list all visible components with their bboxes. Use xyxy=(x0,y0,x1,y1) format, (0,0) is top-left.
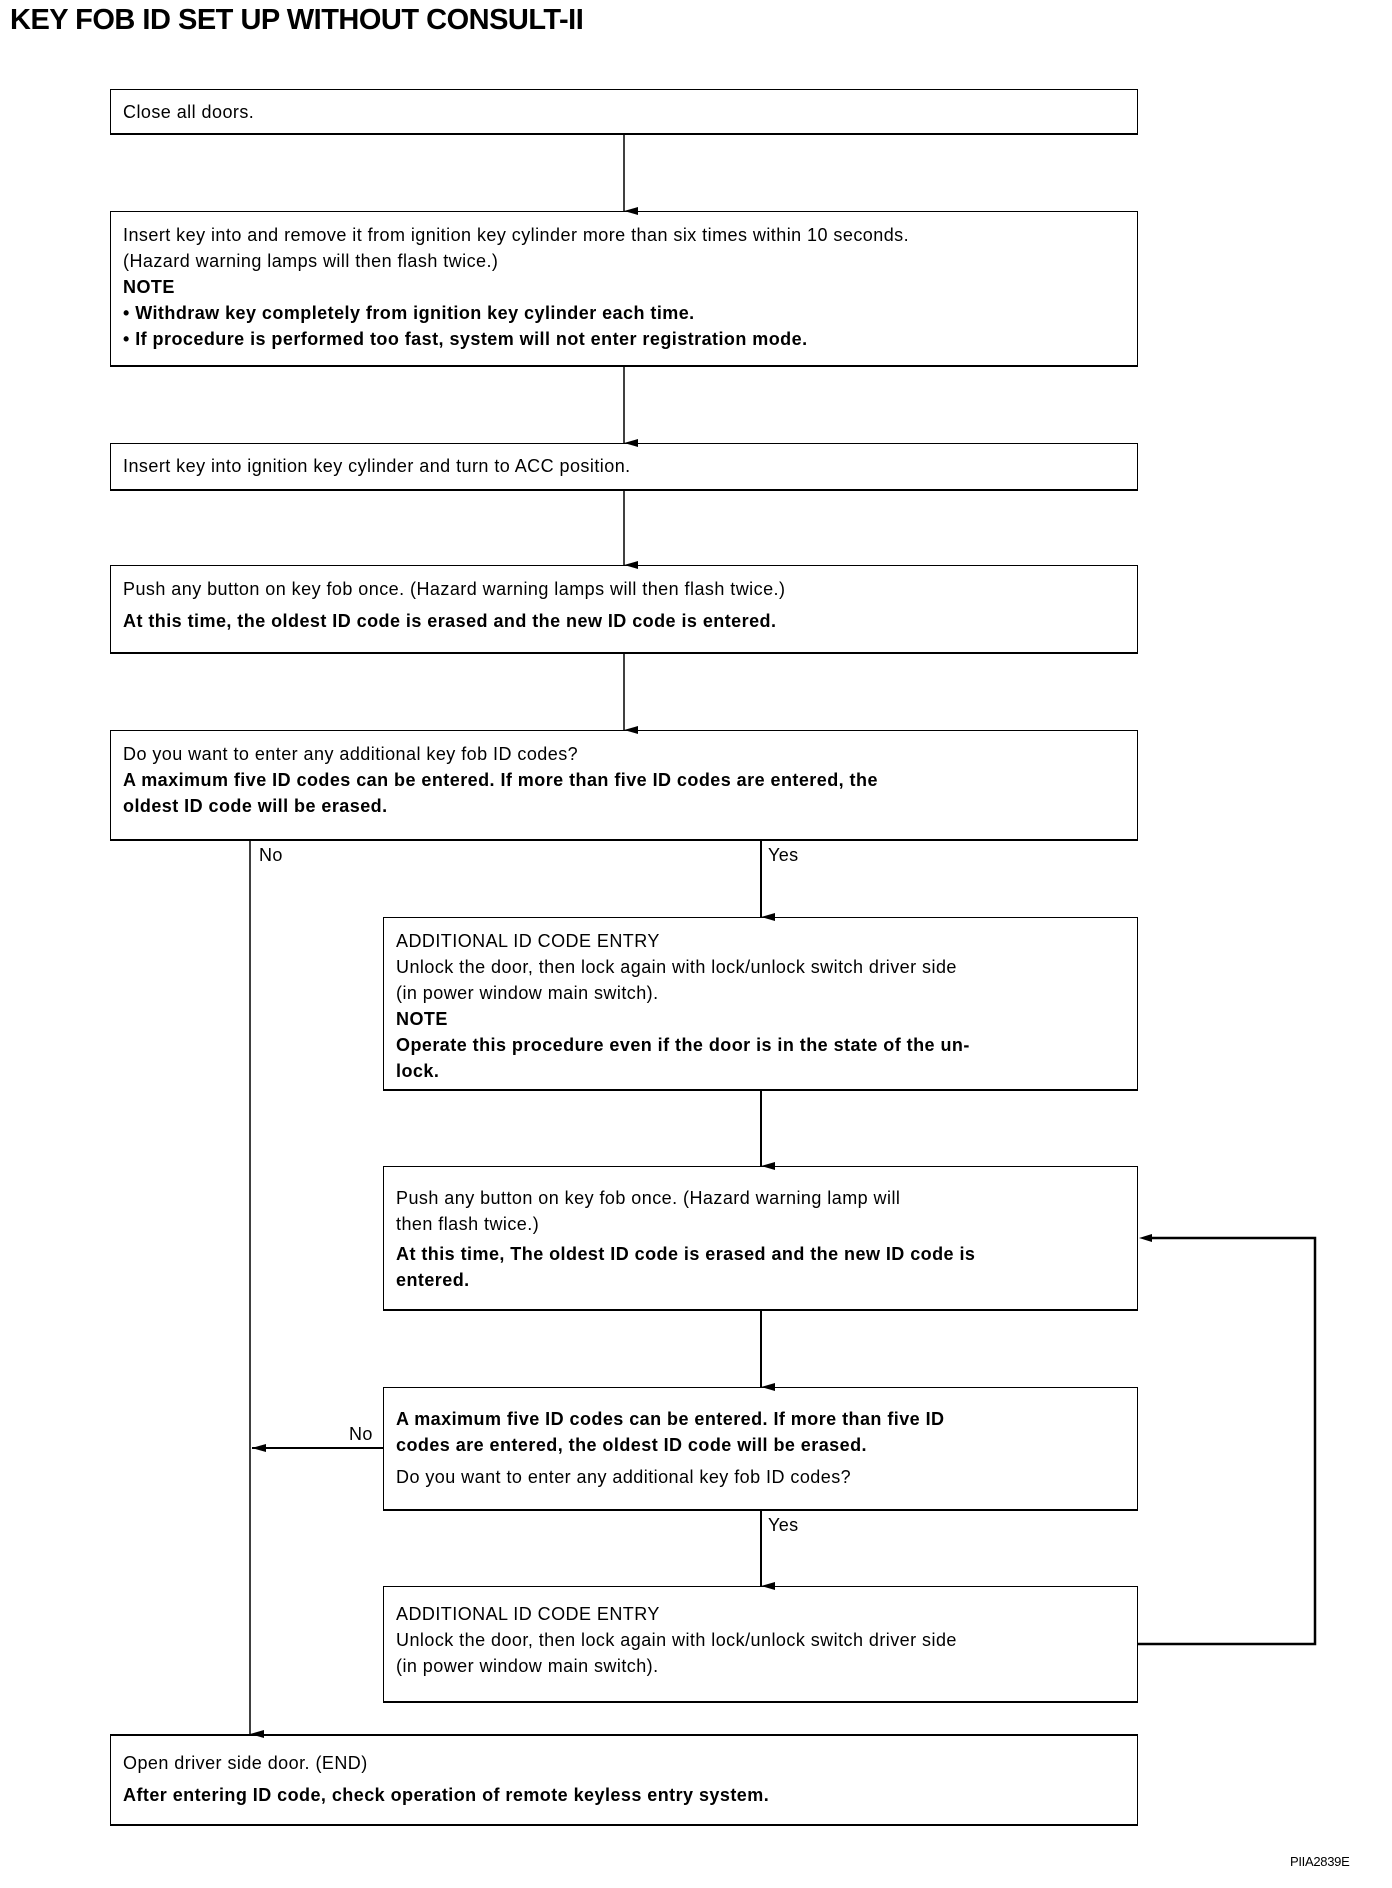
step-bold-text: oldest ID code will be erased. xyxy=(123,796,388,816)
step-text: Unlock the door, then lock again with lo… xyxy=(396,957,957,977)
step-bold-text: At this time, the oldest ID code is eras… xyxy=(123,611,777,631)
step-text: Do you want to enter any additional key … xyxy=(123,744,579,764)
step-open-door-end: Open driver side door. (END) After enter… xyxy=(110,1734,1138,1826)
step-text: Insert key into and remove it from ignit… xyxy=(123,225,910,245)
step-text: Push any button on key fob once. (Hazard… xyxy=(123,579,786,599)
step-push-fob-2: Push any button on key fob once. (Hazard… xyxy=(383,1166,1138,1311)
step-close-doors: Close all doors. xyxy=(110,89,1138,135)
step-text: (in power window main switch). xyxy=(396,983,659,1003)
decision-additional-codes-2: A maximum five ID codes can be entered. … xyxy=(383,1387,1138,1511)
step-bold-text: A maximum five ID codes can be entered. … xyxy=(396,1409,945,1429)
page-title: KEY FOB ID SET UP WITHOUT CONSULT-II xyxy=(10,4,584,36)
step-text: Unlock the door, then lock again with lo… xyxy=(396,1630,957,1650)
note-text: lock. xyxy=(396,1061,440,1081)
step-bold-text: codes are entered, the oldest ID code wi… xyxy=(396,1435,868,1455)
step-bold-text: A maximum five ID codes can be entered. … xyxy=(123,770,878,790)
note-heading: NOTE xyxy=(396,1009,448,1029)
step-heading: ADDITIONAL ID CODE ENTRY xyxy=(396,1604,660,1624)
label-yes-2: Yes xyxy=(768,1515,799,1535)
step-bold-text: At this time, The oldest ID code is eras… xyxy=(396,1244,976,1264)
note-heading: NOTE xyxy=(123,277,175,297)
label-no-1: No xyxy=(259,845,283,865)
step-insert-remove-key: Insert key into and remove it from ignit… xyxy=(110,211,1138,367)
figure-code: PIIA2839E xyxy=(1290,1854,1350,1869)
step-push-fob: Push any button on key fob once. (Hazard… xyxy=(110,565,1138,654)
step-text: (Hazard warning lamps will then flash tw… xyxy=(123,251,499,271)
note-text: • Withdraw key completely from ignition … xyxy=(123,303,695,323)
step-heading: ADDITIONAL ID CODE ENTRY xyxy=(396,931,660,951)
step-text: Insert key into ignition key cylinder an… xyxy=(123,456,631,476)
step-text: Open driver side door. (END) xyxy=(123,1753,368,1773)
note-text: Operate this procedure even if the door … xyxy=(396,1035,970,1055)
step-additional-entry-2: ADDITIONAL ID CODE ENTRY Unlock the door… xyxy=(383,1586,1138,1703)
step-text: Do you want to enter any additional key … xyxy=(396,1467,852,1487)
label-yes-1: Yes xyxy=(768,845,799,865)
step-turn-acc: Insert key into ignition key cylinder an… xyxy=(110,443,1138,491)
step-bold-text: After entering ID code, check operation … xyxy=(123,1785,770,1805)
step-text: Push any button on key fob once. (Hazard… xyxy=(396,1188,901,1208)
loop-back-line xyxy=(1138,1236,1317,1646)
step-bold-text: entered. xyxy=(396,1270,470,1290)
note-text: • If procedure is performed too fast, sy… xyxy=(123,329,808,349)
step-text: then flash twice.) xyxy=(396,1214,540,1234)
step-text: Close all doors. xyxy=(123,102,255,122)
step-text: (in power window main switch). xyxy=(396,1656,659,1676)
label-no-2: No xyxy=(349,1424,373,1444)
step-additional-entry-1: ADDITIONAL ID CODE ENTRY Unlock the door… xyxy=(383,917,1138,1091)
decision-additional-codes: Do you want to enter any additional key … xyxy=(110,730,1138,841)
